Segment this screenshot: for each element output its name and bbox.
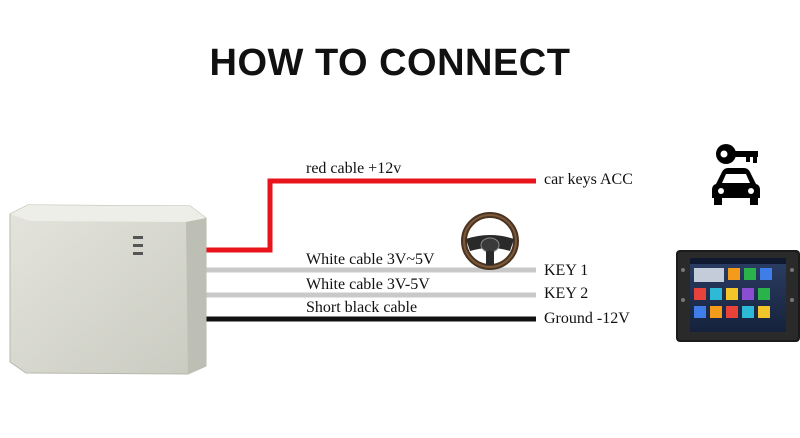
key1-label: KEY 1 — [544, 262, 589, 279]
red-cable-label: red cable +12v — [306, 160, 402, 177]
page-title: HOW TO CONNECT — [209, 42, 571, 84]
interface-module-box — [9, 204, 207, 375]
short-black-cable-label: Short black cable — [306, 299, 418, 316]
car-keys-acc-label: car keys ACC — [544, 171, 633, 188]
key2-label: KEY 2 — [544, 285, 589, 302]
car-radio-head-unit — [676, 250, 800, 342]
steering-wheel-icon — [461, 212, 519, 270]
ground-label: Ground -12V — [544, 310, 630, 327]
car-key-icon — [716, 144, 758, 164]
white-cable-3v5v-label: White cable 3V~5V — [306, 251, 435, 268]
white-cable-3v-5v-label: White cable 3V-5V — [306, 276, 430, 293]
red-cable — [206, 178, 536, 253]
car-icon — [712, 168, 760, 205]
